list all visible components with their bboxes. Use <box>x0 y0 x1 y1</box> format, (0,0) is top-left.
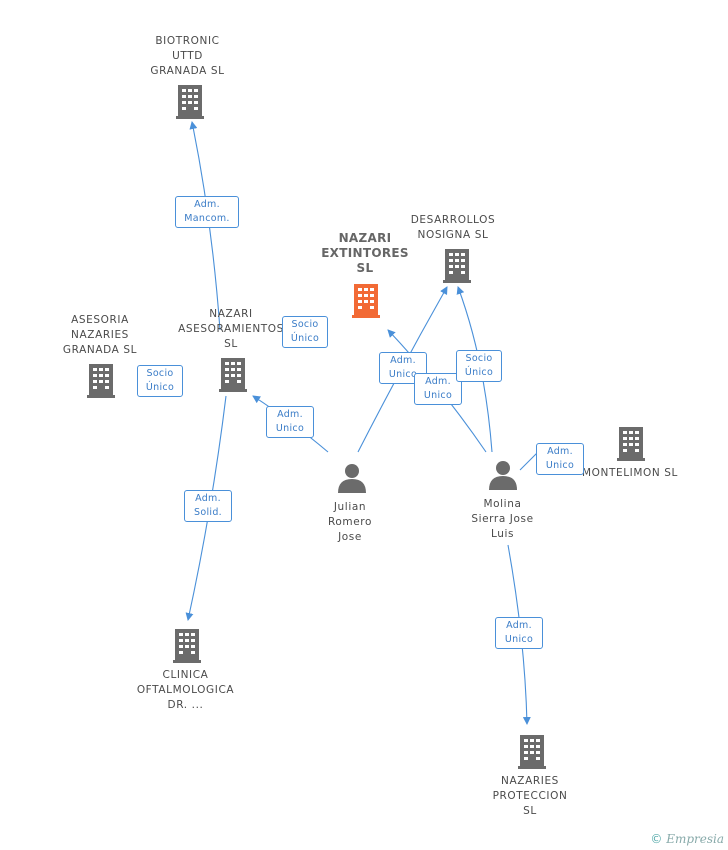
node-label-asesoria-nazaries[interactable]: ASESORIA NAZARIES GRANADA SL <box>62 314 138 356</box>
node-label-molina-sierra[interactable]: Molina Sierra Jose Luis <box>471 498 534 540</box>
edge-label-adm-unico: Adm. Unico <box>266 406 314 438</box>
building-icon <box>617 427 645 461</box>
copyright-icon: © <box>650 832 663 846</box>
building-icon-main <box>352 284 380 318</box>
edge-label-socio-unico: Socio Único <box>137 365 183 397</box>
node-label-nazaries-proteccion[interactable]: NAZARIES PROTECCION SL <box>492 775 568 817</box>
building-icon <box>219 358 247 392</box>
building-icon <box>87 364 115 398</box>
building-icon <box>443 249 471 283</box>
node-label-biotronic[interactable]: BIOTRONIC UTTD GRANADA SL <box>150 35 225 77</box>
edge-label-socio-unico: Socio Único <box>282 316 328 348</box>
brand-name: Empresia <box>666 832 724 846</box>
edge-label-adm-unico: Adm. Unico <box>414 373 462 405</box>
node-label-montelimon[interactable]: MONTELIMON SL <box>581 467 678 479</box>
brand-watermark: © Empresia <box>650 832 724 846</box>
person-icon <box>338 464 366 493</box>
edge-label-adm-unico: Adm. Unico <box>495 617 543 649</box>
node-label-clinica-oftalmologica[interactable]: CLINICA OFTALMOLOGICA DR. ... <box>136 669 235 711</box>
edge-label-adm-mancom: Adm. Mancom. <box>175 196 239 228</box>
node-label-nazari-asesoramientos[interactable]: NAZARI ASESORAMIENTOS SL <box>178 308 284 350</box>
building-icon <box>518 735 546 769</box>
edge-label-socio-unico: Socio Único <box>456 350 502 382</box>
person-icon <box>489 461 517 490</box>
edge-label-adm-solid: Adm. Solid. <box>184 490 232 522</box>
edge-label-adm-unico: Adm. Unico <box>536 443 584 475</box>
node-label-desarrollos-nosigna[interactable]: DESARROLLOS NOSIGNA SL <box>410 214 496 241</box>
node-label-julian-romero[interactable]: Julian Romero Jose <box>327 501 373 543</box>
building-icon <box>173 629 201 663</box>
node-label-nazari-extintores[interactable]: NAZARI EXTINTORES SL <box>321 231 409 275</box>
building-icon <box>176 85 204 119</box>
